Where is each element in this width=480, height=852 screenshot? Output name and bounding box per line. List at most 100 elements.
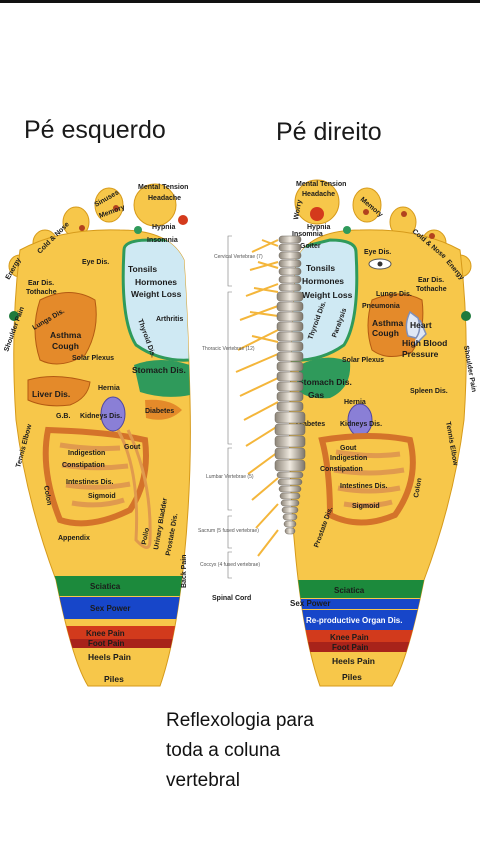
left-toe-dot (113, 205, 119, 211)
spine-label-thoracic: Thoracic Vertebrae (12) (202, 346, 255, 352)
spine-label-spinal-cord: Spinal Cord (212, 595, 251, 602)
vertebra (274, 459, 306, 472)
left-pituitary-dot (178, 215, 188, 225)
vertebra (281, 506, 299, 514)
vertebra (276, 321, 304, 332)
left-big-toe (133, 183, 177, 227)
right-label-foot-pain: Foot Pain (332, 643, 369, 652)
right-foot: Mental Tension Headache Worry Memory Hyp… (289, 179, 477, 687)
spine-label-coccyx: Coccyx (4 fused vertebrae) (200, 562, 260, 568)
left-label-polio: Polio (141, 527, 151, 545)
left-liver-zone (27, 376, 91, 407)
vertebra (276, 391, 304, 402)
caption-line-3: vertebral (166, 770, 240, 791)
right-lungs-zone (367, 293, 424, 357)
left-label-gb: G.B. (56, 413, 70, 420)
left-toe-2 (94, 187, 124, 223)
left-colon (42, 426, 149, 527)
right-label-eye-dis: Eye Dis. (364, 249, 391, 256)
vertebra (278, 485, 302, 493)
left-stomach-zone (134, 360, 190, 397)
right-label-asthma: Asthma (372, 318, 403, 328)
spine-label-sacrum: Sacrum (5 fused vertebrae) (198, 528, 259, 534)
left-toe-dot (79, 225, 85, 231)
right-label-high-blood: High Blood (402, 338, 447, 348)
reflexology-chart: Mental Tension Headache Sinuses Memory H… (3, 179, 477, 687)
left-label-mental-tension: Mental Tension (138, 184, 188, 191)
vertebra (276, 311, 304, 322)
spine-label-lumbar: Lumbar Vertebrae (5) (206, 474, 254, 480)
right-label-solar-plexus: Solar Plexus (342, 357, 384, 364)
left-label-hypnia: Hypnia (152, 224, 175, 231)
left-pancreas-zone (145, 399, 182, 420)
vertebra (282, 513, 298, 521)
left-label-solar-plexus: Solar Plexus (72, 355, 114, 362)
left-label-appendix: Appendix (58, 535, 90, 542)
left-shoulder-dot (9, 311, 19, 321)
right-label-cough: Cough (372, 328, 399, 338)
right-label-constipation: Constipation (320, 466, 363, 473)
left-ureter (116, 429, 152, 549)
left-label-arthritis: Arthritis (156, 316, 183, 323)
right-toe-2 (352, 187, 382, 223)
right-label-colon: Colon (413, 478, 423, 499)
right-toe-dot (401, 211, 407, 217)
right-label-intestines-dis: Intestines Dis. (340, 483, 388, 490)
left-label-back-pain: Back Pain (181, 555, 188, 588)
right-label-gas: Gas (308, 390, 324, 400)
left-label-tonsils: Tonsils (128, 264, 157, 274)
vertebra (276, 361, 304, 372)
left-label-insomnia: Insomnia (147, 237, 178, 244)
left-label-cough: Cough (52, 341, 79, 351)
left-label-liver-dis: Liver Dis. (32, 389, 70, 399)
right-label-lungs-dis: Lungs Dis. (376, 291, 412, 298)
vertebra (284, 527, 296, 535)
vertebra (278, 251, 302, 260)
vertebra (278, 259, 302, 268)
right-label-hormones: Hormones (302, 276, 344, 286)
right-label-kidneys-dis: Kidneys Dis. (340, 421, 382, 428)
right-label-sigmoid: Sigmoid (352, 503, 380, 510)
left-label-stomach-dis: Stomach Dis. (132, 365, 186, 375)
vertebra (276, 351, 304, 362)
caption-line-1: Reflexologia para (166, 710, 314, 731)
right-endocrine-zone (289, 238, 359, 362)
right-shoulder-dot (461, 311, 471, 321)
vertebra (276, 471, 304, 479)
left-label-asthma: Asthma (50, 330, 81, 340)
vertebra (278, 283, 302, 292)
spine-brackets (227, 235, 232, 579)
caption-line-2: toda a coluna (166, 740, 281, 761)
vertebra (274, 411, 306, 424)
right-heart-icon (405, 310, 427, 347)
right-label-reproductive: Re-productive Organ Dis. (306, 616, 402, 625)
vertebra (274, 435, 306, 448)
left-intestines (59, 442, 131, 508)
vertebra (274, 447, 306, 460)
left-label-eye-dis: Eye Dis. (82, 259, 109, 266)
left-label-intestines-dis: Intestines Dis. (66, 479, 114, 486)
left-label-knee-pain: Knee Pain (86, 629, 125, 638)
left-foot-pain-band (13, 639, 191, 648)
right-label-toothache: Tothache (416, 286, 447, 293)
right-toe-dot (363, 209, 369, 215)
right-label-hernia: Hernia (344, 399, 366, 406)
vertebra (278, 267, 302, 276)
spine-label-cervical: Cervical Vertebrae (7) (214, 254, 263, 260)
right-kidney (347, 403, 373, 437)
left-label-indigestion: Indigestion (68, 450, 105, 457)
right-label-heart: Heart (410, 320, 432, 330)
right-label-pressure: Pressure (402, 349, 439, 359)
left-label-foot-pain: Foot Pain (88, 639, 125, 648)
left-foot-title: Pé esquerdo (24, 116, 166, 144)
right-stomach-zone (296, 357, 351, 399)
right-label-pneumonia: Pneumonia (362, 303, 400, 310)
right-label-headache: Headache (302, 191, 335, 198)
vertebra (280, 499, 300, 507)
right-label-weight-loss: Weight Loss (302, 290, 353, 300)
right-label-gout: Gout (340, 445, 357, 452)
right-label-mental-tension: Mental Tension (296, 181, 346, 188)
caption-text: Reflexologia para toda a coluna vertebra… (166, 706, 386, 796)
vertebra (278, 235, 302, 244)
vertebra (279, 492, 301, 500)
